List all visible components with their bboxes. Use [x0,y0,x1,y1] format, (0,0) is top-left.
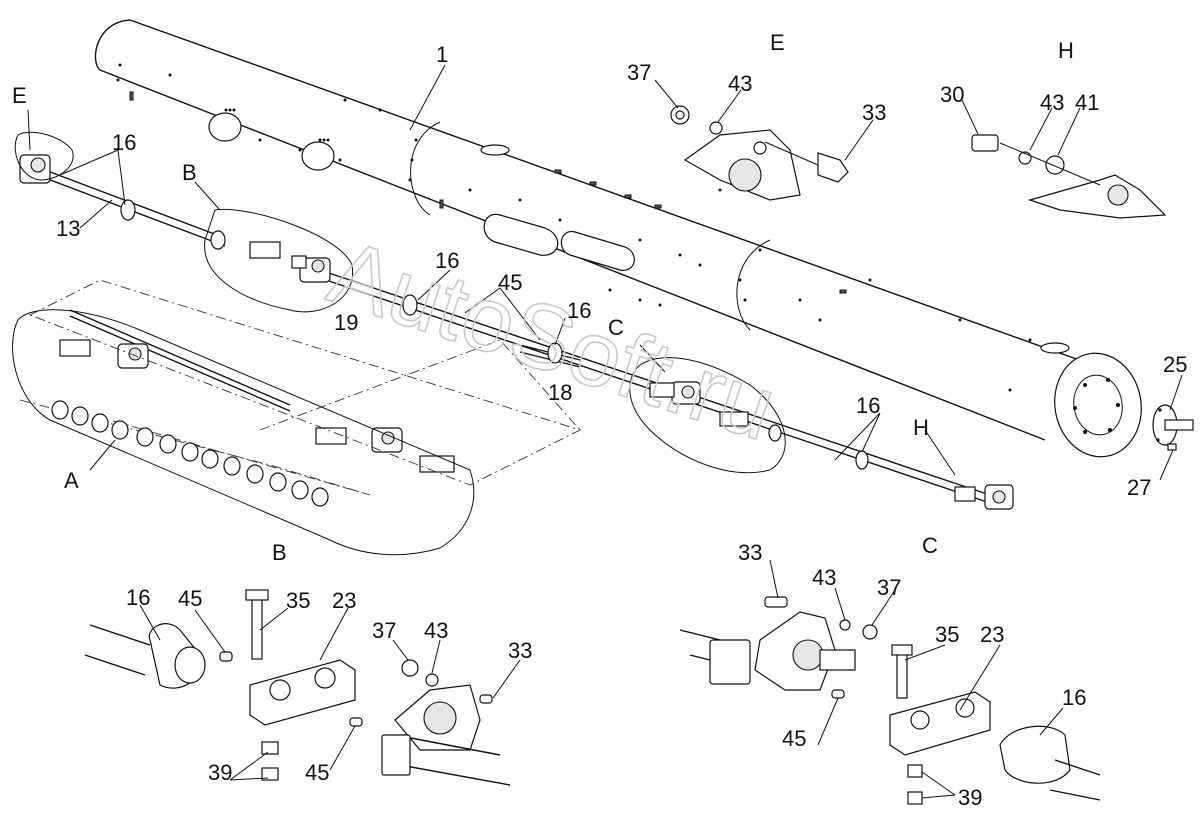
group-outlines [12,131,786,556]
callout-45-b1: 45 [178,586,202,611]
section-labels: E E H H B B C C A [12,30,1074,565]
callout-37-c: 37 [877,575,901,600]
label-C-top: C [608,315,624,340]
callout-45-a: 45 [498,270,522,295]
callout-45-c: 45 [782,726,806,751]
callout-39-c: 39 [958,785,982,810]
callout-39-b: 39 [208,760,232,785]
callout-35-c: 35 [935,622,959,647]
callout-45-b2: 45 [305,760,329,785]
callout-23-b: 23 [332,588,356,613]
watermark: AutoSoft.ru [318,221,787,460]
callout-33-b: 33 [508,638,532,663]
label-C-bottom: C [922,533,938,558]
label-H-detail: H [1058,38,1074,63]
label-B-top: B [182,160,197,185]
label-B-bottom: B [272,540,287,565]
label-E-detail: E [770,30,785,55]
callout-16-d: 16 [856,393,880,418]
callout-35-b: 35 [286,588,310,613]
callout-18: 18 [548,380,572,405]
callout-30-h: 30 [940,82,964,107]
detail-E [670,105,849,201]
label-E-main: E [12,83,27,108]
callout-16-a: 16 [112,130,136,155]
callout-37-b: 37 [372,618,396,643]
drum-cylinder [94,19,1142,458]
callout-43-c: 43 [812,565,836,590]
callout-43-h: 43 [1040,90,1064,115]
detail-B [84,589,511,786]
callout-16-e: 16 [126,585,150,610]
callout-27: 27 [1127,475,1151,500]
bearing-units [19,154,1014,510]
bushings-16 [120,199,869,470]
callout-1: 1 [436,42,448,67]
flange-25 [1152,404,1194,451]
callout-41-h: 41 [1075,90,1099,115]
label-H-main: H [913,415,929,440]
callout-16-f: 16 [1062,685,1086,710]
callout-25: 25 [1163,352,1187,377]
callout-16-c: 16 [567,298,591,323]
part-callouts: 1 13 16 16 16 16 16 16 18 19 45 37 43 33… [56,42,1187,810]
detail-C [679,596,1101,805]
leader-lines [27,64,1183,799]
callout-33-e: 33 [862,100,886,125]
callout-13: 13 [56,216,80,241]
callout-43-e: 43 [728,71,752,96]
label-A: A [64,468,79,493]
callout-37-e: 37 [627,60,651,85]
callout-19: 19 [334,310,358,335]
rollers-A [51,400,329,507]
callout-23-c: 23 [980,622,1004,647]
callout-33-c: 33 [738,540,762,565]
callout-16-b: 16 [435,248,459,273]
detail-H [971,134,1167,219]
callout-43-b: 43 [424,618,448,643]
clamp-blocks [59,241,976,502]
